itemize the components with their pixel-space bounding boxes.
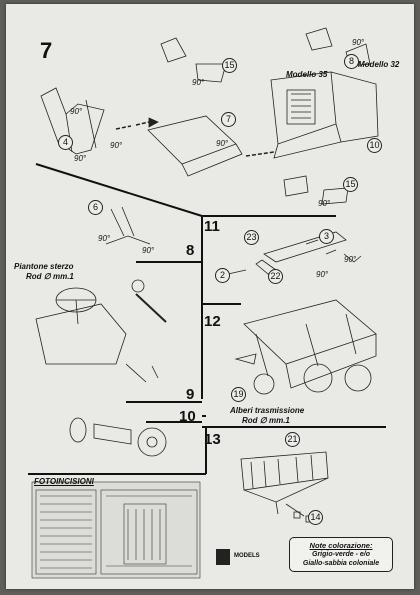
step-divider-lines — [28, 163, 386, 475]
step-number-8: 8 — [186, 242, 195, 259]
assembly-drawings — [28, 27, 386, 579]
angle-label: 90° — [70, 107, 83, 116]
part-number-4: 4 — [58, 135, 73, 150]
angle-label: 90° — [216, 139, 229, 148]
step10-drawing — [69, 417, 167, 457]
part-number-21: 21 — [285, 432, 300, 447]
step-number-13: 13 — [204, 431, 221, 448]
step8-drawing — [35, 206, 167, 383]
step-number-12: 12 — [204, 313, 221, 330]
angle-label: 90° — [344, 255, 357, 264]
part-number-6: 6 — [88, 200, 103, 215]
photo-etch-panel — [31, 481, 201, 579]
part-number-7: 7 — [221, 112, 236, 127]
step11-drawing — [227, 231, 362, 275]
instruction-sheet: 7 8 9 10 11 12 13 4 6 7 15 15 10 8 2 3 2… — [6, 4, 414, 589]
label-modello-32: Modello 32 — [358, 60, 400, 69]
color-note-line-2: Giallo-sabbia coloniale — [302, 560, 380, 567]
angle-label: 90° — [318, 199, 331, 208]
label-rod-1: Rod ∅ mm.1 — [26, 272, 74, 281]
angle-label: 90° — [142, 246, 155, 255]
angle-label: 90° — [98, 234, 111, 243]
part-number-22: 22 — [268, 269, 283, 284]
angle-label: 90° — [352, 38, 365, 47]
part-number-19: 19 — [231, 387, 246, 402]
part-number-23: 23 — [244, 230, 259, 245]
part-number-8: 8 — [344, 54, 359, 69]
color-notes-box: Note colorazione: Grigio-verde - e/o Gia… — [289, 537, 393, 572]
color-notes-title: Note colorazione: — [309, 541, 373, 550]
brand-logo-text: MODELS — [234, 553, 260, 559]
part-number-15-top: 15 — [222, 58, 237, 73]
angle-label: 90° — [110, 141, 123, 150]
step-number-10: 10 — [179, 408, 196, 425]
part-number-15-bottom: 15 — [343, 177, 358, 192]
step-number-11: 11 — [204, 218, 220, 235]
label-fotoincisioni: FOTOINCISIONI — [34, 477, 94, 486]
label-piantone-sterzo: Piantone sterzo — [14, 262, 74, 271]
part-number-14: 14 — [308, 510, 323, 525]
label-alberi-trasmissione: Alberi trasmissione — [230, 406, 305, 415]
part-number-2: 2 — [215, 268, 230, 283]
step12-drawing — [234, 299, 377, 395]
color-note-line-1: Grigio-verde - e/o — [312, 551, 370, 558]
angle-label: 90° — [316, 270, 329, 279]
part-number-3: 3 — [319, 229, 334, 244]
angle-label: 90° — [74, 154, 87, 163]
brand-logo — [216, 549, 230, 565]
step-number-7: 7 — [40, 38, 53, 63]
label-modello-35: Modello 35 — [286, 70, 328, 79]
part-number-10: 10 — [367, 138, 382, 153]
angle-label: 90° — [192, 78, 205, 87]
step7-drawing — [40, 27, 379, 205]
label-rod-2: Rod ∅ mm.1 — [242, 416, 290, 425]
step-number-9: 9 — [186, 386, 195, 403]
